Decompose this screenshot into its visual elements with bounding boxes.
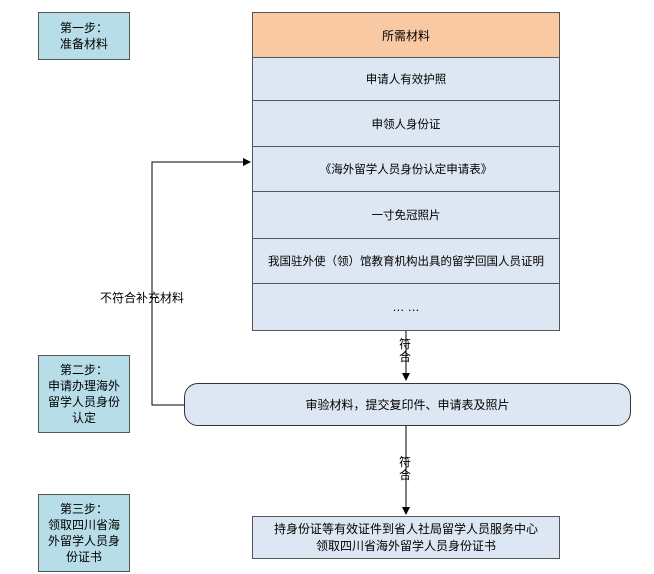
final-line-2: 领取四川省海外留学人员身份证书 <box>315 538 496 553</box>
material-item: 申领人身份证 <box>252 101 560 147</box>
reject-label: 不符合补充材料 <box>100 291 185 305</box>
review-box: 审验材料，提交复印件、申请表及照片 <box>184 383 631 426</box>
step-3-box: 第三步： 领取四川省海 外留学人员身 份证书 <box>38 494 130 572</box>
material-item: 一寸免冠照片 <box>252 192 560 239</box>
material-item: 我国驻外使（领）馆教育机构出具的留学回国人员证明 <box>252 239 560 284</box>
step-2-box: 第二步： 申请办理海外 留学人员身份 认定 <box>38 355 130 433</box>
materials-header: 所需材料 <box>252 12 560 58</box>
final-line-1: 持身份证等有效证件到省人社局留学人员服务中心 <box>273 521 538 536</box>
arrow-feedback-loop <box>151 158 251 406</box>
materials-table: 所需材料 申请人有效护照 申领人身份证 《海外留学人员身份认定申请表》 一寸免冠… <box>252 12 560 331</box>
pass-label-1: 符合 <box>398 337 411 364</box>
pass-label-2: 符合 <box>398 455 411 482</box>
step-1-box: 第一步： 准备材料 <box>38 12 130 60</box>
material-item: … … <box>252 284 560 331</box>
material-item: 申请人有效护照 <box>252 58 560 101</box>
final-box: 持身份证等有效证件到省人社局留学人员服务中心 领取四川省海外留学人员身份证书 <box>252 516 560 559</box>
material-item: 《海外留学人员身份认定申请表》 <box>252 147 560 192</box>
